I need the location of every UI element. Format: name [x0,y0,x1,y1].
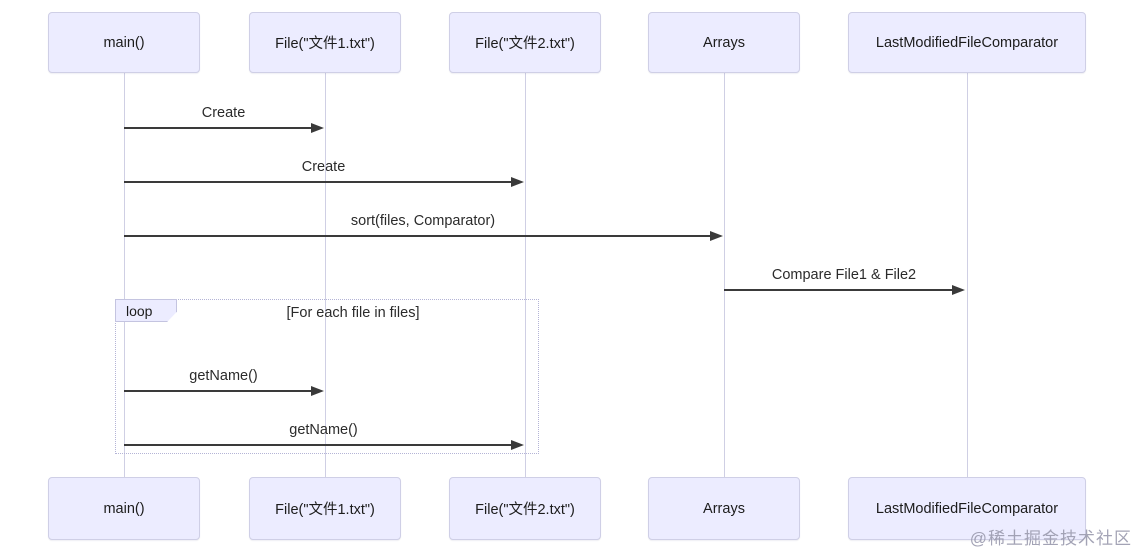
arrowhead-icon [952,285,965,295]
participant-label: File("文件1.txt") [275,36,375,52]
arrowhead-icon [511,177,524,187]
message-label: Create [301,159,346,175]
participant-box-arrays-top: Arrays [648,12,800,73]
message-create-file2: Create [124,151,524,187]
loop-label-tag: loop [115,299,177,322]
lifeline-file2 [525,73,526,477]
lifeline-file1 [325,73,326,477]
participant-box-comparator-top: LastModifiedFileComparator [848,12,1086,73]
participant-box-file1-bottom: File("文件1.txt") [249,477,401,540]
message-line [124,127,321,129]
message-create-file1: Create [124,97,324,133]
loop-condition: [For each file in files] [286,305,420,321]
message-label: getName() [189,368,258,384]
participant-label: LastModifiedFileComparator [875,500,1059,517]
loop-frame: loop [For each file in files] [115,299,539,454]
watermark: @稀土掘金技术社区 [969,529,1132,548]
lifeline-comparator [967,73,968,477]
message-label: Compare File1 & File2 [771,267,917,283]
participant-label: main() [103,34,145,51]
arrowhead-icon [511,440,524,450]
lifeline-main [124,73,125,477]
message-getname-file1: getName() [124,360,324,396]
arrowhead-icon [311,123,324,133]
message-line [724,289,962,291]
participant-box-file1-top: File("文件1.txt") [249,12,401,73]
participant-box-file2-top: File("文件2.txt") [449,12,601,73]
message-line [124,181,521,183]
participant-box-comparator-bottom: LastModifiedFileComparator [848,477,1086,540]
participant-label: File("文件2.txt") [475,502,575,518]
message-label: sort(files, Comparator) [350,213,496,229]
message-label: getName() [289,422,358,438]
participant-box-arrays-bottom: Arrays [648,477,800,540]
participant-label: LastModifiedFileComparator [875,34,1059,51]
lifeline-arrays [724,73,725,477]
loop-label: loop [126,302,153,319]
participant-box-file2-bottom: File("文件2.txt") [449,477,601,540]
message-compare: Compare File1 & File2 [724,259,965,295]
message-line [124,444,521,446]
message-line [124,390,321,392]
participant-label: File("文件2.txt") [475,36,575,52]
participant-label: main() [103,500,145,517]
participant-box-main-bottom: main() [48,477,200,540]
message-label: Create [201,105,246,121]
message-getname-file2: getName() [124,414,524,450]
participant-box-main-top: main() [48,12,200,73]
participant-label: Arrays [703,500,745,517]
participant-label: File("文件1.txt") [275,502,375,518]
arrowhead-icon [710,231,723,241]
message-sort: sort(files, Comparator) [124,205,723,241]
arrowhead-icon [311,386,324,396]
participant-label: Arrays [703,34,745,51]
message-line [124,235,720,237]
